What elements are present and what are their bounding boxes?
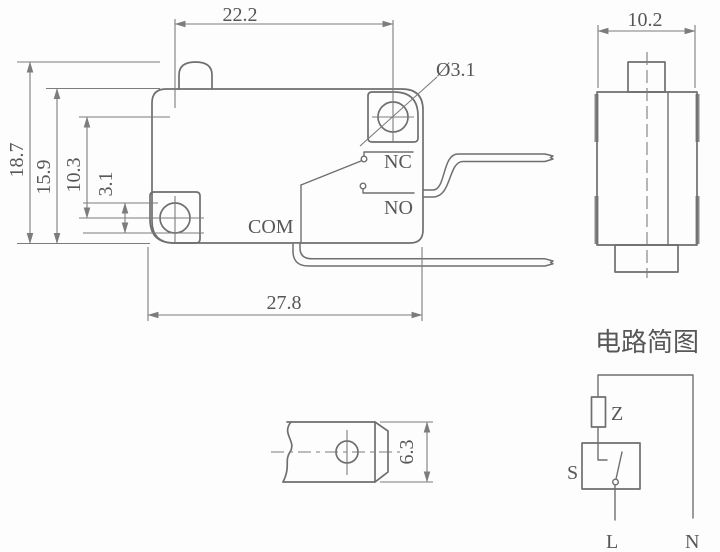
diameter-leader-line xyxy=(359,76,438,147)
label-nc: NC xyxy=(384,151,412,173)
front-view: Ø3.1 NC NO COM 22.2 18.7 xyxy=(6,4,554,321)
dim-body-width-group: 27.8 xyxy=(147,247,423,321)
dim-side-width: 10.2 xyxy=(628,9,663,31)
label-com: COM xyxy=(248,216,294,238)
dim-total-height-group: 18.7 xyxy=(6,61,160,245)
label-switch: S xyxy=(567,462,578,484)
switch-body-outline xyxy=(151,88,424,244)
mounting-boss-bottom-left xyxy=(149,191,201,244)
dim-hole-diameter: Ø3.1 xyxy=(436,59,475,81)
label-live: L xyxy=(606,531,618,552)
dim-hole-spacing-v: 10.3 xyxy=(63,158,85,193)
dim-body-height-group: 15.9 xyxy=(33,87,160,245)
dim-hole-edge-offset: 3.1 xyxy=(95,172,117,197)
hole-crosshair-top-right xyxy=(372,20,414,143)
hole-crosshair-bottom-left xyxy=(146,196,204,242)
label-neutral: N xyxy=(685,531,699,552)
circuit-title: 电路简图 xyxy=(595,328,699,357)
label-impedance: Z xyxy=(611,403,623,425)
switch-pivot-contact xyxy=(612,478,620,486)
lever-outline xyxy=(282,421,376,483)
dim-hole-spacing-h-group: 22.2 xyxy=(174,4,394,108)
no-contact-lead xyxy=(362,188,415,194)
dim-total-height: 18.7 xyxy=(6,143,28,178)
switch-blade xyxy=(615,451,623,480)
lever-detail-view: 6.3 xyxy=(271,421,433,483)
dim-body-height: 15.9 xyxy=(33,160,55,195)
terminal-no-upper xyxy=(422,153,554,198)
dim-hole-spacing-v-group: 10.3 xyxy=(63,116,170,219)
label-no: NO xyxy=(384,197,413,219)
no-contact-point xyxy=(359,182,367,190)
moving-contact-arm xyxy=(300,160,362,186)
dim-lever-height: 6.3 xyxy=(396,440,418,465)
internal-contacts xyxy=(300,151,415,244)
side-view: 10.2 xyxy=(594,9,700,278)
nc-contact-point xyxy=(360,155,368,163)
dim-body-width: 27.8 xyxy=(267,292,302,314)
impedance-symbol xyxy=(590,396,607,428)
circuit-schematic: 电路简图 Z S L N xyxy=(567,328,699,552)
circuit-wires xyxy=(597,374,694,521)
dim-side-width-group: 10.2 xyxy=(597,9,696,88)
dim-hole-spacing-h: 22.2 xyxy=(223,4,258,26)
dim-hole-edge-offset-group: 3.1 xyxy=(83,172,204,234)
plunger-button xyxy=(178,61,213,90)
nc-contact-lead xyxy=(363,151,414,157)
terminal-com-lower xyxy=(292,242,554,267)
mounting-boss-top-right xyxy=(367,91,419,143)
switch-box xyxy=(581,442,641,490)
dim-lever-height-group: 6.3 xyxy=(380,421,433,483)
